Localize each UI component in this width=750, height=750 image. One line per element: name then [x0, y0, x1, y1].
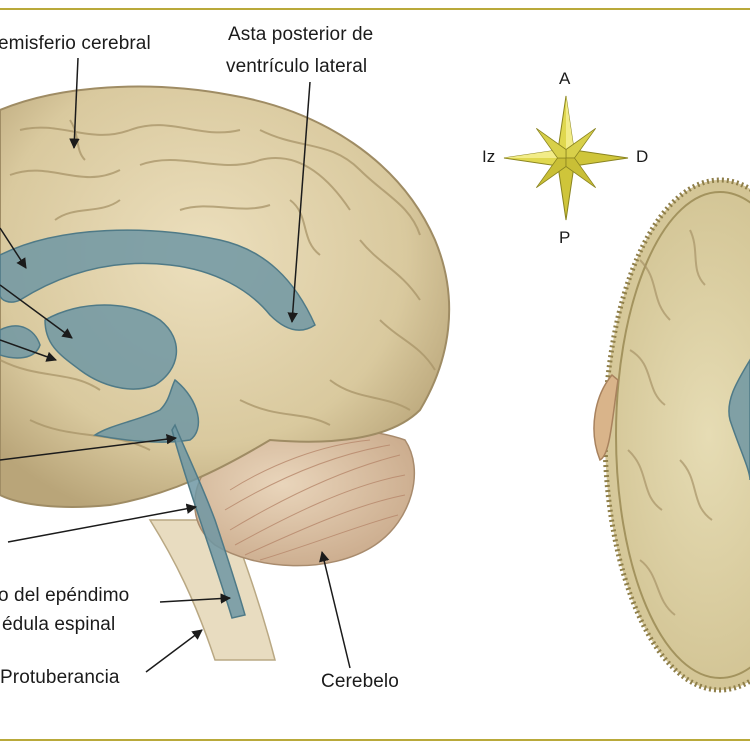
label-asta-posterior-line2: ventrículo lateral [226, 56, 368, 77]
leader-left-2 [0, 284, 73, 339]
compass-north-label: A [559, 69, 571, 88]
bottom-border [0, 739, 750, 741]
compass-east-label: D [636, 147, 649, 166]
leader-left-4 [0, 433, 178, 461]
leader-left-5 [7, 503, 198, 543]
compass-south-label: P [559, 228, 571, 247]
label-asta-posterior-line1: Asta posterior de [228, 24, 374, 45]
label-cerebelo: Cerebelo [321, 671, 399, 692]
leader-cerebelo [319, 550, 351, 669]
ventricle-top-view [728, 358, 750, 481]
leader-protuberancia [145, 629, 203, 673]
compass-west-label: Iz [482, 147, 496, 166]
label-ependimo-line2: édula espinal [2, 614, 116, 635]
leader-asta [287, 81, 311, 324]
leader-left-1 [0, 227, 27, 269]
compass-rose [503, 95, 629, 221]
top-border [0, 8, 750, 10]
ear [593, 373, 619, 462]
label-ependimo-line1: o del epéndimo [0, 585, 130, 606]
brain-top-view [602, 177, 750, 693]
leader-hemisferio [69, 57, 80, 150]
leader-left-3 [0, 339, 57, 362]
label-protuberancia: Protuberancia [0, 667, 120, 688]
label-hemisferio-cerebral: emisferio cerebral [0, 33, 151, 54]
leader-ependimo [159, 593, 232, 604]
